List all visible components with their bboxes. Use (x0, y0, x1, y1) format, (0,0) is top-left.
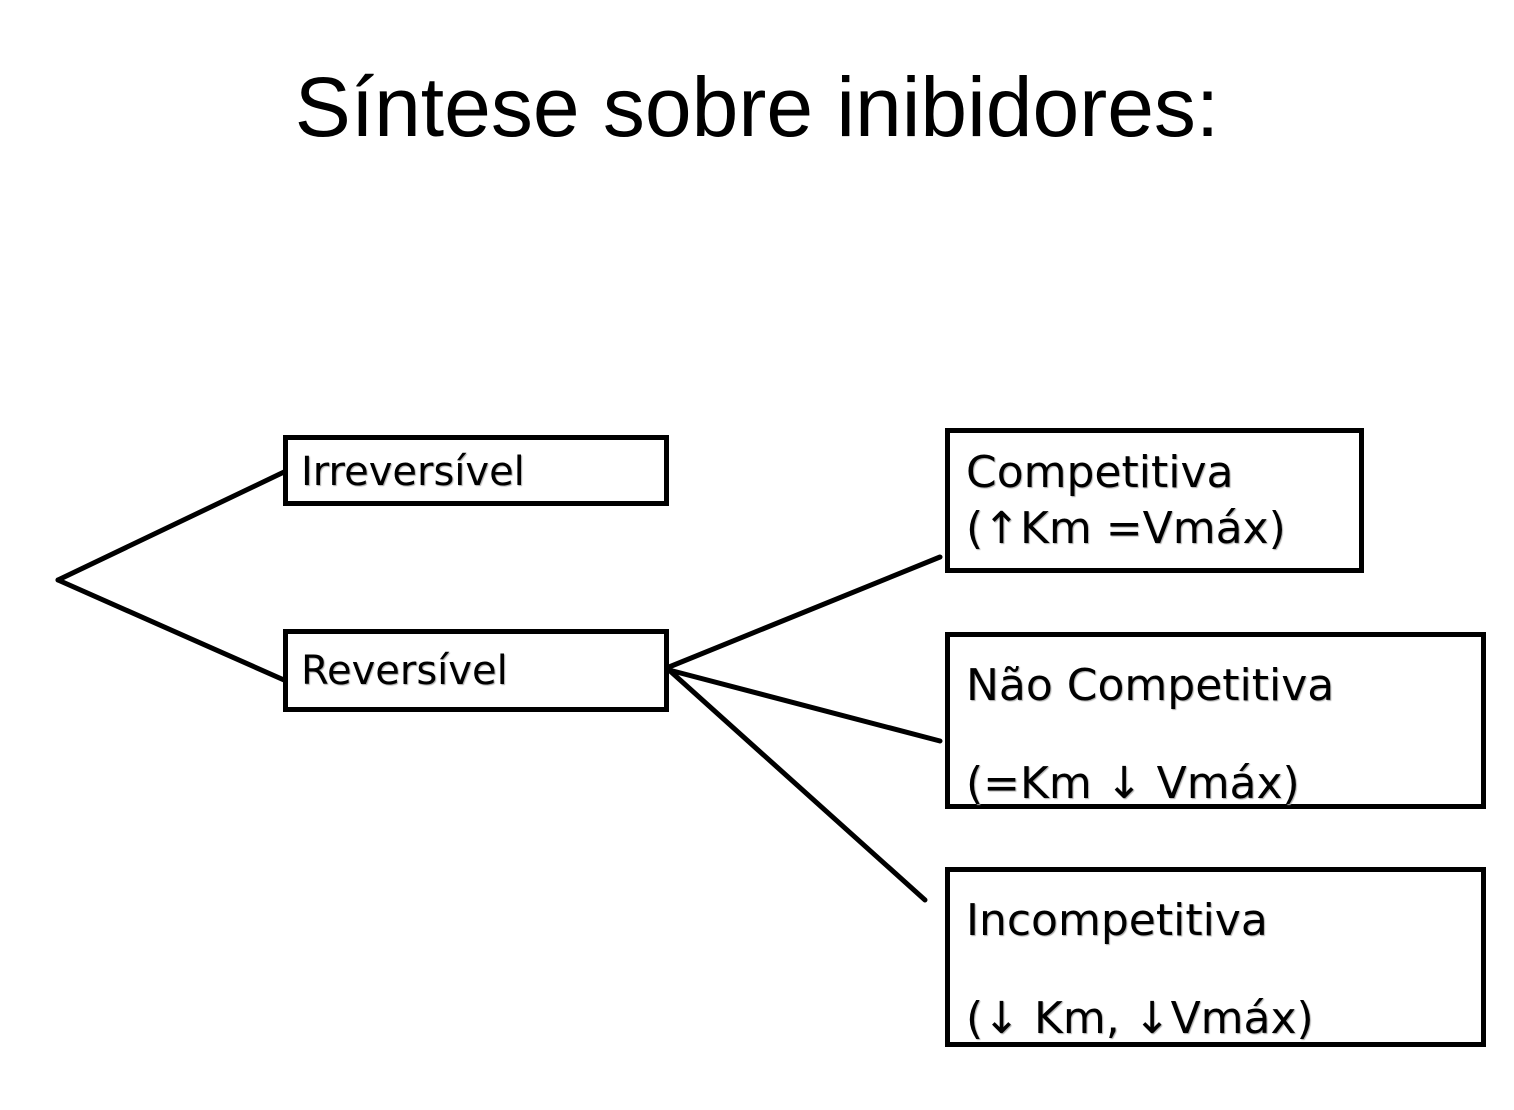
node-incompetitiva: Incompetitiva (↓ Km, ↓Vmáx) (945, 867, 1486, 1047)
connector-root-to-irreversivel (55, 469, 287, 583)
node-reversivel: Reversível (283, 629, 669, 712)
node-reversivel-label: Reversível (301, 648, 508, 694)
node-nao-competitiva: Não Competitiva (=Km ↓ Vmáx) (945, 632, 1486, 809)
connector-reversivel-to-nao-competitiva (666, 667, 943, 744)
node-irreversivel-label: Irreversível (301, 449, 525, 495)
node-incompetitiva-label: Incompetitiva (966, 895, 1268, 946)
node-incompetitiva-effect: (↓ Km, ↓Vmáx) (966, 993, 1314, 1044)
node-nao-competitiva-label: Não Competitiva (966, 660, 1335, 711)
node-competitiva-effect: (↑Km =Vmáx) (966, 503, 1286, 554)
connector-reversivel-to-incompetitiva (666, 667, 928, 903)
page-title: Síntese sobre inibidores: (294, 60, 1220, 154)
connector-reversivel-to-competitiva (666, 554, 943, 670)
node-nao-competitiva-effect: (=Km ↓ Vmáx) (966, 758, 1300, 809)
node-competitiva: Competitiva (↑Km =Vmáx) (945, 428, 1364, 573)
node-competitiva-label: Competitiva (966, 447, 1234, 498)
node-irreversivel: Irreversível (283, 435, 669, 506)
connector-root-to-reversivel (55, 577, 287, 683)
